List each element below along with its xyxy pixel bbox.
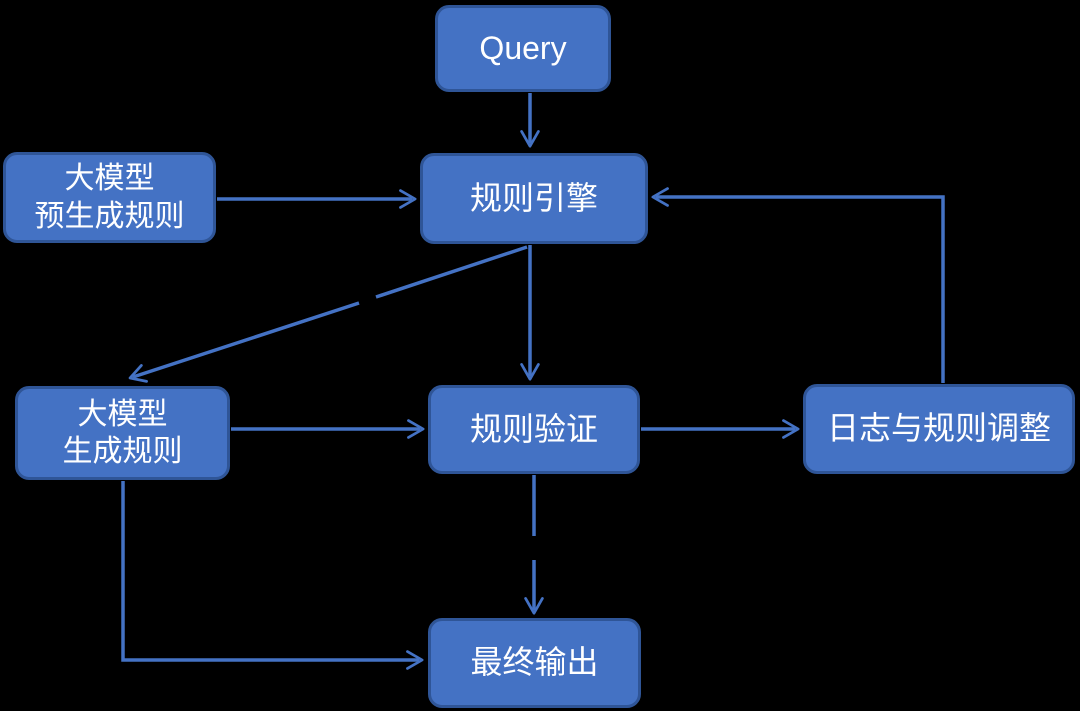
node-query: Query xyxy=(435,5,611,92)
node-rule-engine: 规则引擎 xyxy=(420,153,648,244)
edge-llm-gen-to-final-output xyxy=(121,481,424,670)
edge-log-adjust-to-rule-engine xyxy=(651,187,945,383)
edge-rule-engine-to-llm-gen-part1 xyxy=(375,245,528,299)
node-llm-generate-rules: 大模型 生成规则 xyxy=(15,386,230,480)
node-llm-pregenerate-rules: 大模型 预生成规则 xyxy=(3,152,216,243)
node-log-and-rule-adjustment: 日志与规则调整 xyxy=(803,384,1075,474)
edge-rule-engine-to-llm-gen-part2 xyxy=(128,301,360,383)
node-rule-validation: 规则验证 xyxy=(428,385,640,474)
node-final-output: 最终输出 xyxy=(428,618,641,708)
